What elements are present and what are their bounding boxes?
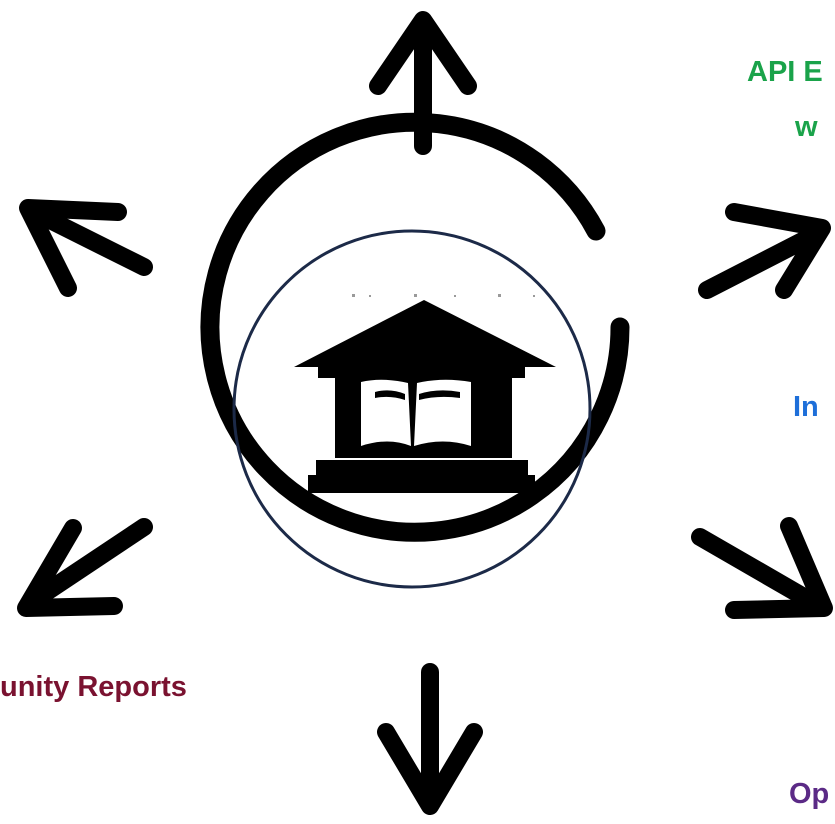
label-in: In	[793, 391, 819, 423]
arrow-up-right-icon	[698, 203, 831, 299]
label-api-line1: API E	[747, 56, 823, 88]
outer-ring	[200, 112, 630, 542]
label-api-line2: w	[795, 111, 818, 143]
arrow-up-left-icon	[19, 199, 153, 297]
arrow-down-left-icon	[17, 518, 153, 617]
label-op: Op	[789, 778, 830, 810]
arrow-down-icon	[377, 663, 483, 815]
arrow-down-right-icon	[691, 517, 833, 619]
inner-ring	[232, 229, 592, 589]
library-building-book-icon	[294, 300, 556, 493]
label-community-reports: unity Reports	[0, 671, 187, 703]
faint-marks	[352, 294, 535, 297]
arrow-up-icon	[369, 11, 477, 155]
